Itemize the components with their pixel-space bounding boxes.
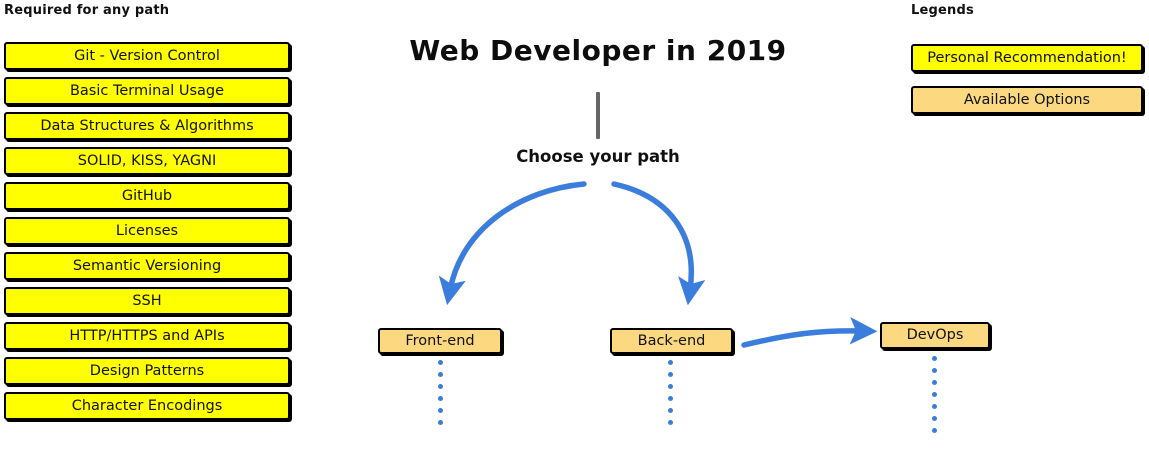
dotted-continuation-icon [668,360,674,432]
required-skill-item[interactable]: HTTP/HTTPS and APIs [4,322,290,350]
required-skill-item[interactable]: SSH [4,287,290,315]
path-box-back-end[interactable]: Back-end [610,328,733,354]
required-skill-item[interactable]: SOLID, KISS, YAGNI [4,147,290,175]
path-box-front-end[interactable]: Front-end [378,328,502,354]
required-skill-item[interactable]: Character Encodings [4,392,290,420]
vertical-connector-icon [596,92,600,139]
required-skill-item[interactable]: GitHub [4,182,290,210]
legends-section-heading: Legends [911,3,974,18]
legend-item-personal-recommendation: Personal Recommendation! [911,44,1143,72]
required-skill-item[interactable]: Basic Terminal Usage [4,77,290,105]
required-skill-item[interactable]: Design Patterns [4,357,290,385]
curved-arrow-right-icon [741,316,878,348]
path-box-devops[interactable]: DevOps [880,322,990,349]
page-title: Web Developer in 2019 [409,34,787,67]
dotted-continuation-icon [932,356,938,440]
curved-arrow-down-left-icon [438,181,587,306]
legend-item-available-options: Available Options [911,86,1143,114]
required-skill-list: Git - Version Control Basic Terminal Usa… [4,42,294,427]
curved-arrow-down-right-icon [611,181,706,306]
required-skill-item[interactable]: Semantic Versioning [4,252,290,280]
required-section-heading: Required for any path [4,3,170,18]
required-skill-item[interactable]: Data Structures & Algorithms [4,112,290,140]
required-skill-item[interactable]: Git - Version Control [4,42,290,70]
required-skill-item[interactable]: Licenses [4,217,290,245]
choose-your-path-label: Choose your path [516,147,680,166]
dotted-continuation-icon [438,360,444,432]
